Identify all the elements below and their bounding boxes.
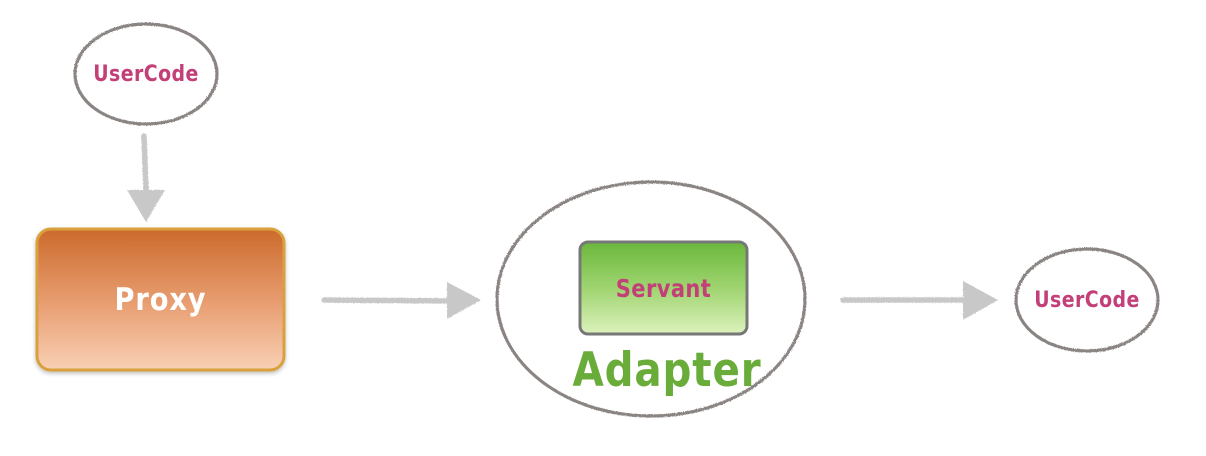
servant-label: Servant bbox=[615, 273, 712, 303]
usercode-source-label: UserCode bbox=[93, 61, 199, 87]
arrow-proxy-to-adapter bbox=[321, 282, 481, 319]
proxy-box bbox=[35, 227, 286, 372]
arrow-adapter-to-usercode bbox=[840, 281, 998, 320]
adapter-label: Adapter bbox=[572, 342, 762, 398]
arrow-down bbox=[127, 133, 165, 222]
servant-box bbox=[578, 240, 749, 336]
usercode-target-label: UserCode bbox=[1034, 287, 1140, 313]
usercode-source-ellipse bbox=[73, 22, 219, 126]
usercode-target-ellipse bbox=[1014, 247, 1160, 353]
proxy-label: Proxy bbox=[114, 282, 207, 318]
